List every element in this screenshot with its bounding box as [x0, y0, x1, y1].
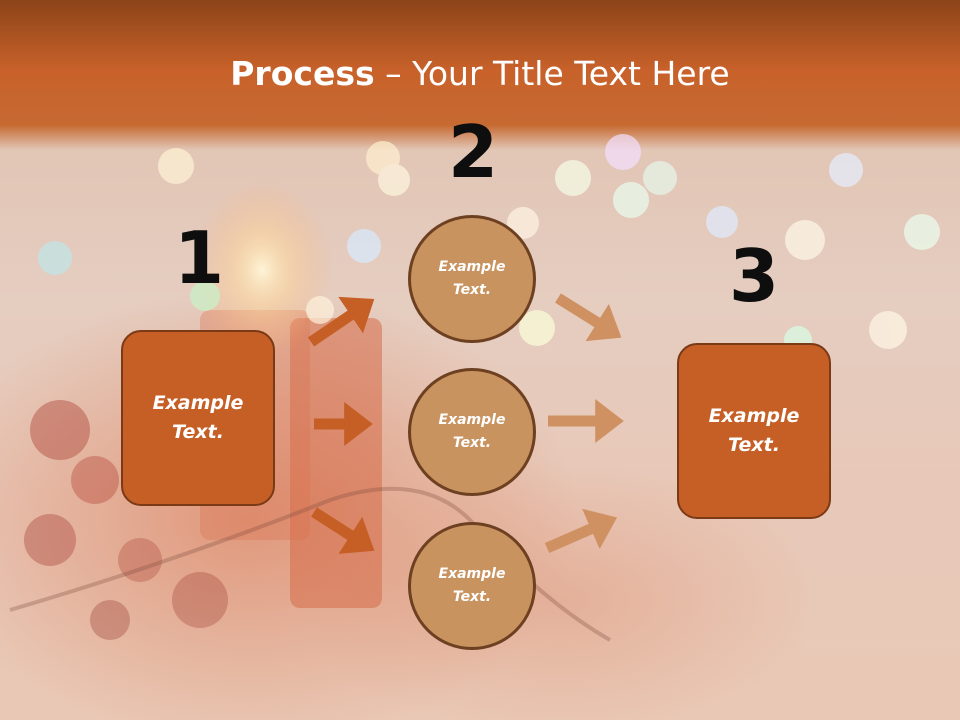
slide-title: Process – Your Title Text Here [0, 52, 960, 96]
step-2-number: 2 [447, 110, 499, 194]
step-2-circle-bottom-text: Example Text. [438, 566, 506, 605]
step-3-number: 3 [728, 234, 780, 318]
step-3-box: Example Text. [677, 343, 831, 519]
step-3-text: Example Text. [708, 405, 800, 456]
arrow-1-to-bottom [311, 507, 375, 554]
arrow-bottom-to-3 [544, 508, 618, 554]
title-bold: Process [230, 54, 375, 93]
step-2-circle-top: Example Text. [408, 215, 536, 343]
title-rest: – Your Title Text Here [374, 54, 730, 93]
step-2-circle-bottom: Example Text. [408, 522, 536, 650]
step-1-number: 1 [173, 216, 225, 300]
arrow-top-to-3 [555, 293, 622, 342]
arrow-1-to-top [307, 296, 375, 347]
step-1-box: Example Text. [121, 330, 275, 506]
step-2-circle-middle-text: Example Text. [438, 412, 506, 451]
step-1-text: Example Text. [152, 392, 244, 443]
step-2-circle-middle: Example Text. [408, 368, 536, 496]
step-2-circle-top-text: Example Text. [438, 259, 506, 298]
